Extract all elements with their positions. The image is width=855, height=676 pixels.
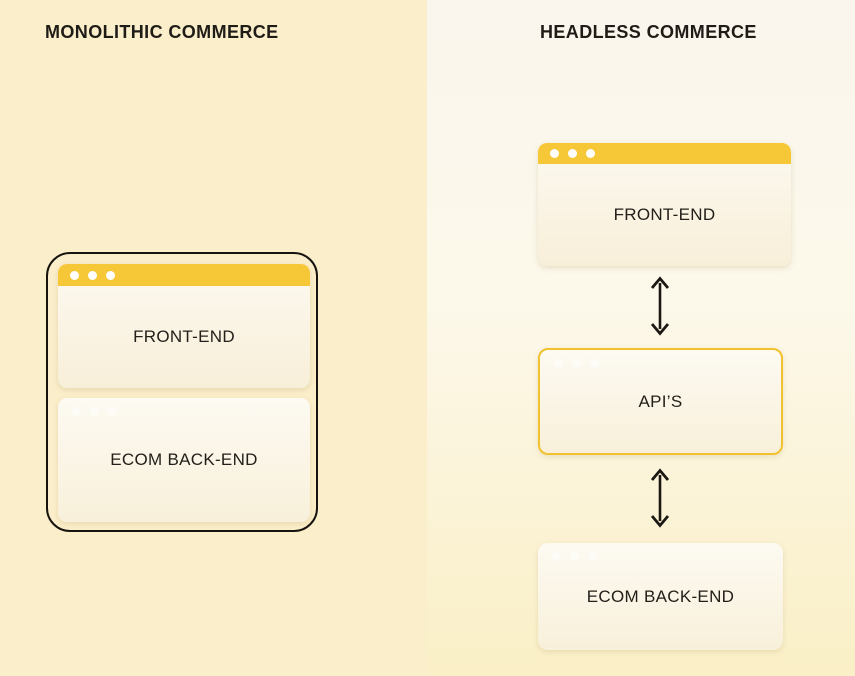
headless-backend-box: ECOM BACK-END: [538, 543, 783, 650]
window-dot-icon: [70, 270, 79, 280]
window-dot-icon: [568, 149, 577, 158]
frontend-label: FRONT-END: [133, 327, 235, 346]
monolith-frontend-window: FRONT-END: [58, 264, 310, 388]
faded-window-dots-icon: [72, 407, 117, 416]
window-dot-icon: [88, 270, 97, 280]
monolith-container: [46, 252, 318, 532]
monolith-backend-box: ECOM BACK-END: [58, 398, 310, 522]
api-label: API’S: [638, 391, 683, 411]
monolithic-title: MONOLITHIC COMMERCE: [45, 22, 279, 42]
faded-window-dots-icon: [554, 359, 599, 368]
ecom-backend-label: ECOM BACK-END: [586, 586, 735, 606]
bidirectional-arrow-icon: [650, 468, 670, 528]
window-dot-icon: [550, 149, 559, 158]
window-dot-icon: [586, 149, 595, 158]
headless-frontend-window: FRONT-END: [538, 143, 791, 266]
window-dot-icon: [106, 270, 115, 280]
bidirectional-arrow-icon: [650, 276, 670, 336]
api-box: API’S: [538, 348, 783, 455]
window-titlebar: [58, 264, 310, 286]
ecom-backend-label: ECOM BACK-END: [110, 450, 258, 469]
headless-title: HEADLESS COMMERCE: [540, 22, 757, 42]
faded-window-dots-icon: [552, 552, 597, 561]
window-titlebar: [538, 143, 791, 164]
frontend-label: FRONT-END: [613, 205, 716, 224]
